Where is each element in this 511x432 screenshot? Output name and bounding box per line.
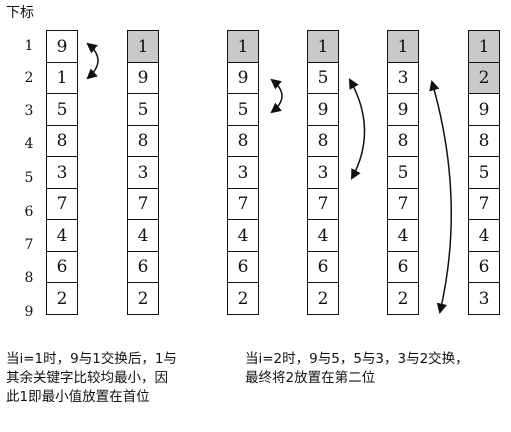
- caption-line: 其余关键字比较均最小，因: [6, 370, 168, 386]
- caption-i2: 当i=2时，9与5，5与3，3与2交换， 最终将2放置在第二位: [245, 350, 469, 388]
- index-label: 5: [24, 170, 34, 186]
- array-cell: 3: [127, 156, 159, 189]
- array-cell: 7: [468, 187, 500, 221]
- array-cell: 2: [307, 282, 339, 315]
- array-cell: 4: [227, 219, 259, 252]
- array-cell: 7: [127, 187, 159, 221]
- index-label: 8: [24, 270, 34, 286]
- array-column-i2-step1: 1 5 9 8 3 7 4 6 2: [307, 30, 339, 315]
- array-cell: 1: [227, 30, 259, 63]
- array-cell: 6: [307, 250, 339, 284]
- array-cell: 9: [307, 93, 339, 126]
- array-cell: 4: [307, 219, 339, 252]
- array-cell: 2: [46, 282, 78, 315]
- caption-line: 当i=1时，9与1交换后，1与: [6, 351, 177, 367]
- array-cell: 7: [387, 187, 419, 221]
- swap-arrow-3-2: [429, 79, 453, 315]
- swap-arrow-9-5: [270, 78, 283, 114]
- index-label: 3: [24, 103, 34, 119]
- array-cell: 2: [387, 282, 419, 315]
- index-label: 2: [24, 70, 34, 86]
- index-label: 1: [24, 38, 34, 54]
- array-cell: 8: [46, 124, 78, 158]
- index-label: 9: [24, 304, 34, 320]
- array-cell: 9: [127, 61, 159, 95]
- array-column-after-i2: 1 2 9 8 5 7 4 6 3: [468, 30, 500, 315]
- array-cell: 7: [307, 187, 339, 221]
- array-cell: 3: [468, 282, 500, 315]
- array-column-i2-step2: 1 3 9 8 5 7 4 6 2: [387, 30, 419, 315]
- caption-line: 最终将2放置在第二位: [245, 370, 376, 386]
- array-cell: 7: [46, 187, 78, 221]
- array-cell: 3: [227, 156, 259, 189]
- array-cell: 9: [227, 61, 259, 95]
- array-cell: 3: [387, 61, 419, 95]
- caption-i1: 当i=1时，9与1交换后，1与 其余关键字比较均最小，因 此1即最小值放置在首位: [6, 350, 177, 407]
- array-cell: 3: [46, 156, 78, 189]
- array-cell: 4: [127, 219, 159, 252]
- array-cell: 5: [46, 93, 78, 126]
- index-label: 4: [24, 136, 34, 152]
- array-cell: 1: [468, 30, 500, 63]
- array-cell: 2: [127, 282, 159, 315]
- array-column-after-i1: 1 9 5 8 3 7 4 6 2: [127, 30, 159, 315]
- swap-arrow-9-1: [86, 42, 99, 80]
- array-cell: 4: [468, 219, 500, 252]
- array-cell: 1: [46, 61, 78, 95]
- index-header: 下标: [6, 5, 34, 21]
- caption-line: 当i=2时，9与5，5与3，3与2交换，: [245, 351, 469, 367]
- index-label: 6: [24, 204, 34, 220]
- array-column-i2-start: 1 9 5 8 3 7 4 6 2: [227, 30, 259, 315]
- array-cell: 6: [387, 250, 419, 284]
- array-cell: 5: [468, 156, 500, 189]
- array-column-initial: 9 1 5 8 3 7 4 6 2: [46, 30, 78, 315]
- array-cell: 2: [227, 282, 259, 315]
- index-label: 7: [24, 237, 34, 253]
- caption-line: 此1即最小值放置在首位: [6, 389, 150, 405]
- swap-arrow-5-3: [348, 78, 366, 180]
- array-cell: 6: [227, 250, 259, 284]
- array-cell: 8: [127, 124, 159, 158]
- array-cell: 1: [387, 30, 419, 63]
- array-cell: 5: [227, 93, 259, 126]
